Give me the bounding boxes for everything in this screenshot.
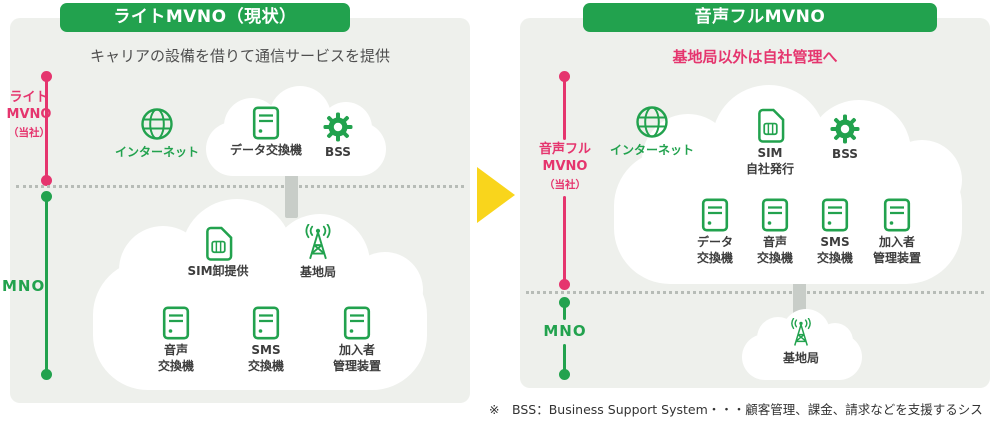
left-bss-node: BSS xyxy=(303,112,373,161)
left-panel-subtitle: キャリアの設備を借りて通信サービスを提供 xyxy=(89,47,390,65)
right-internet-label: インターネット xyxy=(609,143,694,157)
right-mno-axis-line-lower xyxy=(563,344,566,374)
right-mvno-axis-label-main: 音声フル MVNO xyxy=(538,142,591,174)
left-internet-node: インターネット xyxy=(112,106,202,161)
left-voice-switch-label: 音声 交換機 xyxy=(157,343,194,373)
server-icon xyxy=(821,198,849,232)
right-voice-switch-node: 音声 交換機 xyxy=(744,198,806,266)
globe-icon xyxy=(139,106,175,142)
right-subscriber-mgmt-label: 加入者 管理装置 xyxy=(872,235,921,265)
left-mvno-axis-dot-bottom xyxy=(41,175,52,186)
server-icon xyxy=(162,306,190,340)
right-sms-switch-node: SMS 交換機 xyxy=(804,198,866,266)
antenna-icon xyxy=(299,224,337,262)
right-data-switch-node: データ 交換機 xyxy=(684,198,746,266)
server-icon xyxy=(761,198,789,232)
left-sim-node: SIM卸提供 xyxy=(178,226,258,280)
right-sim-label: SIM 自社発行 xyxy=(745,146,794,176)
left-mno-axis-dot-bottom xyxy=(41,369,52,380)
server-icon xyxy=(701,198,729,232)
server-icon xyxy=(343,306,371,340)
right-panel-title: 音声フルMVNO xyxy=(583,3,937,32)
right-mno-axis-line-upper xyxy=(563,302,566,320)
right-mvno-axis-line-lower xyxy=(563,196,566,284)
right-subscriber-mgmt-node: 加入者 管理装置 xyxy=(864,198,930,266)
right-base-station-label: 基地局 xyxy=(782,351,819,365)
left-data-switch-label: データ交換機 xyxy=(229,143,302,157)
right-voice-switch-label: 音声 交換機 xyxy=(756,235,793,265)
server-icon xyxy=(252,106,280,140)
left-panel-title: ライトMVNO（現状） xyxy=(60,3,350,32)
sim-icon xyxy=(204,226,233,261)
left-mno-axis-line xyxy=(45,196,48,374)
server-icon xyxy=(252,306,280,340)
left-mno-label: MNO xyxy=(2,277,46,295)
right-mno-label: MNO xyxy=(543,322,587,340)
right-mvno-axis-label: 音声フル MVNO （当社） xyxy=(523,142,607,192)
globe-icon xyxy=(634,104,670,140)
left-base-station-node: 基地局 xyxy=(278,224,358,281)
right-sms-switch-label: SMS 交換機 xyxy=(816,235,853,265)
right-boundary-dotted-line xyxy=(526,291,984,294)
right-data-switch-label: データ 交換機 xyxy=(696,235,733,265)
gear-icon xyxy=(323,112,353,142)
left-internet-label: インターネット xyxy=(114,145,199,159)
left-mvno-axis-label: ライト MVNO （当社） xyxy=(0,90,58,140)
left-boundary-dotted-line xyxy=(16,185,464,188)
left-mvno-axis-line xyxy=(45,76,48,181)
right-mvno-axis-dot-bottom xyxy=(559,279,570,290)
right-cloud-connector xyxy=(793,278,806,316)
left-base-station-label: 基地局 xyxy=(299,265,336,279)
left-sms-switch-label: SMS 交換機 xyxy=(247,343,284,373)
right-mno-axis-dot-bottom xyxy=(559,369,570,380)
left-subscriber-mgmt-node: 加入者 管理装置 xyxy=(317,306,397,374)
left-data-switch-node: データ交換機 xyxy=(226,106,306,159)
left-mvno-axis-dot-top xyxy=(41,71,52,82)
right-internet-node: インターネット xyxy=(607,104,697,159)
left-voice-switch-node: 音声 交換機 xyxy=(136,306,216,374)
gear-icon xyxy=(830,114,860,144)
right-panel-subtitle: 基地局以外は自社管理へ xyxy=(672,48,838,66)
left-subscriber-mgmt-label: 加入者 管理装置 xyxy=(332,343,381,373)
left-mvno-axis-label-sub: （当社） xyxy=(8,126,50,139)
server-icon xyxy=(883,198,911,232)
right-sim-node: SIM 自社発行 xyxy=(734,108,806,177)
bss-footnote: ※ BSS：Business Support System・・・顧客管理、課金、… xyxy=(489,402,983,423)
antenna-icon xyxy=(786,318,816,348)
right-mvno-axis-label-sub: （当社） xyxy=(544,178,586,191)
right-bss-node: BSS xyxy=(812,114,878,163)
right-mno-cloud xyxy=(742,309,862,380)
right-bss-label: BSS xyxy=(832,147,858,161)
sim-icon xyxy=(756,108,785,143)
left-sms-switch-node: SMS 交換機 xyxy=(226,306,306,374)
left-bss-label: BSS xyxy=(325,145,351,159)
transition-arrow xyxy=(477,167,515,223)
right-base-station-node: 基地局 xyxy=(771,318,831,367)
right-mvno-axis-line-upper xyxy=(563,76,566,140)
left-sim-label: SIM卸提供 xyxy=(187,264,249,278)
left-cloud-connector xyxy=(285,170,298,218)
left-mvno-axis-label-main: ライト MVNO xyxy=(6,90,52,122)
